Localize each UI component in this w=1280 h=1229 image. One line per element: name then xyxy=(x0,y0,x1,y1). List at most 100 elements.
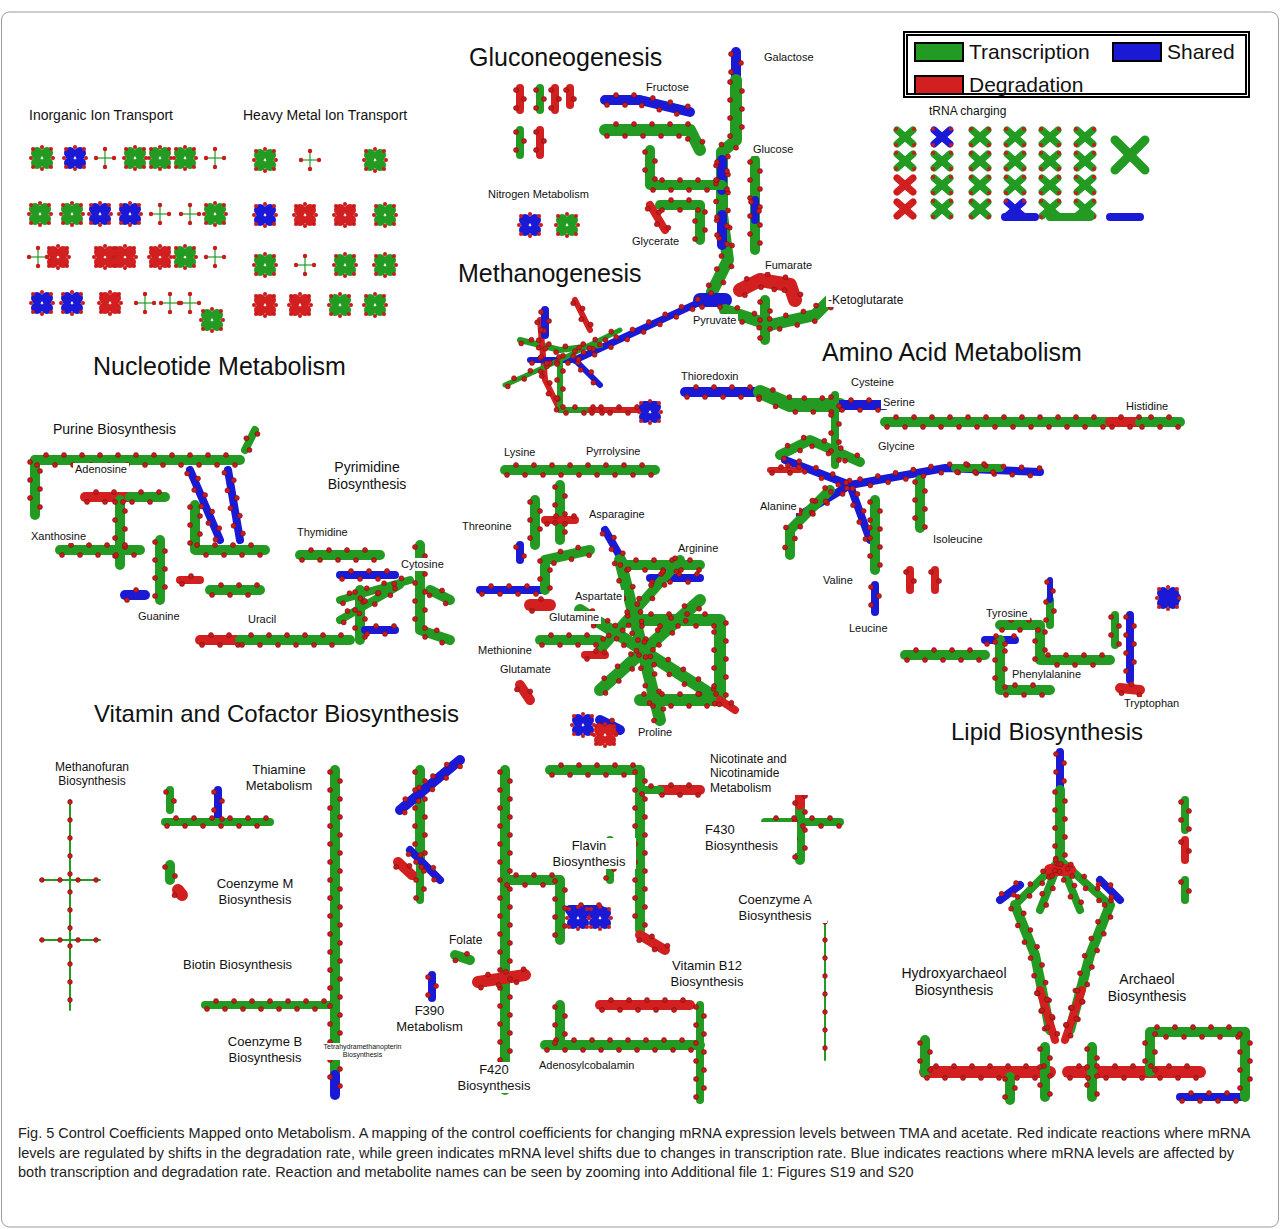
reaction-dot xyxy=(376,590,381,595)
reaction-dot xyxy=(740,107,745,112)
reaction-dot xyxy=(640,792,645,797)
transporter-cluster xyxy=(134,292,156,314)
reaction-dot xyxy=(878,527,883,532)
reaction-dot xyxy=(1003,642,1008,647)
reaction-dot xyxy=(36,246,40,250)
reaction-dot xyxy=(31,165,35,169)
reaction-dot xyxy=(338,314,342,318)
reaction-dot xyxy=(114,264,118,268)
reaction-dot xyxy=(194,255,198,259)
reaction-dot xyxy=(694,1005,699,1010)
reaction-dot xyxy=(913,516,918,521)
reaction-dot xyxy=(218,643,223,648)
reaction-dot xyxy=(634,558,639,563)
reaction-dot xyxy=(783,545,788,550)
reaction-dot xyxy=(224,453,229,458)
reaction-dot xyxy=(294,643,299,648)
reaction-dot xyxy=(1057,869,1062,874)
reaction-dot xyxy=(774,816,779,821)
reaction-dot xyxy=(353,608,358,613)
reaction-stroke xyxy=(1040,990,1055,1040)
reaction-dot xyxy=(1054,752,1059,757)
reaction-dot xyxy=(651,647,656,652)
reaction-dot xyxy=(1109,894,1114,899)
reaction-dot xyxy=(553,1005,558,1010)
reaction-dot xyxy=(406,852,411,857)
reaction-dot xyxy=(1045,580,1050,585)
reaction-dot xyxy=(748,214,753,219)
reaction-dot xyxy=(651,704,656,709)
reaction-dot xyxy=(402,810,407,815)
reaction-dot xyxy=(586,463,591,468)
reaction-dot xyxy=(382,149,386,153)
reaction-dot xyxy=(354,213,358,217)
reaction-dot xyxy=(553,879,558,884)
reaction-dot xyxy=(525,584,530,589)
reaction-dot xyxy=(674,569,679,574)
reaction-dot xyxy=(730,243,735,248)
reaction-dot xyxy=(676,624,681,629)
reaction-dot xyxy=(1143,1041,1148,1046)
reaction-dot xyxy=(1082,953,1087,958)
reaction-dot xyxy=(94,246,98,250)
reaction-dot xyxy=(159,301,163,305)
reaction-dot xyxy=(96,553,101,558)
reaction-dot xyxy=(642,640,647,645)
reaction-dot xyxy=(770,387,775,392)
reaction-dot xyxy=(968,648,973,653)
reaction-dot xyxy=(1038,1047,1043,1052)
reaction-dot xyxy=(1043,630,1048,635)
reaction-dot xyxy=(538,527,543,532)
reaction-dot xyxy=(89,203,93,207)
reaction-dot xyxy=(548,568,553,573)
reaction-dot xyxy=(188,541,193,546)
reaction-dot xyxy=(649,784,654,789)
reaction-dot xyxy=(28,460,33,465)
reaction-dot xyxy=(289,294,293,298)
reaction-dot xyxy=(633,878,638,883)
reaction-dot xyxy=(626,623,631,628)
reaction-dot xyxy=(740,320,745,325)
reaction-dot xyxy=(1140,1076,1145,1081)
reaction-dot xyxy=(498,1022,503,1027)
reaction-dot xyxy=(328,932,333,937)
reaction-dot xyxy=(641,134,646,139)
reaction-dot xyxy=(423,779,428,784)
reaction-dot xyxy=(566,361,571,366)
transporter-cluster xyxy=(287,292,313,318)
reaction-dot xyxy=(1119,415,1124,420)
reaction-dot xyxy=(904,570,909,575)
reaction-dot xyxy=(213,264,217,268)
reaction-dot xyxy=(758,223,763,228)
reaction-dot xyxy=(635,602,640,607)
reaction-dot xyxy=(422,887,427,892)
reaction-dot xyxy=(453,958,458,963)
transporter-cluster xyxy=(27,201,53,227)
reaction-dot xyxy=(247,448,252,453)
reaction-dot xyxy=(372,213,376,217)
reaction-dot xyxy=(303,202,307,206)
reaction-dot xyxy=(587,553,592,558)
reaction-dot xyxy=(925,1076,930,1081)
reaction-dot xyxy=(254,294,258,298)
reaction-dot xyxy=(823,1046,828,1051)
reaction-dot xyxy=(1048,1074,1053,1079)
reaction-dot xyxy=(444,775,449,780)
reaction-dot xyxy=(1085,1047,1090,1052)
reaction-dot xyxy=(588,322,593,327)
reaction-dot xyxy=(68,980,73,985)
reaction-dot xyxy=(553,915,558,920)
reaction-dot xyxy=(158,266,162,270)
reaction-dot xyxy=(1039,1009,1044,1014)
reaction-dot xyxy=(1095,919,1100,924)
reaction-dot xyxy=(661,706,666,711)
reaction-dot xyxy=(715,215,720,220)
reaction-dot xyxy=(609,329,614,334)
reaction-dot xyxy=(580,306,585,311)
reaction-dot xyxy=(563,924,568,929)
reaction-dot xyxy=(1022,940,1027,945)
reaction-dot xyxy=(729,52,734,57)
reaction-dot xyxy=(192,264,196,268)
reaction-dot xyxy=(1155,1025,1160,1030)
reaction-dot xyxy=(522,376,527,381)
